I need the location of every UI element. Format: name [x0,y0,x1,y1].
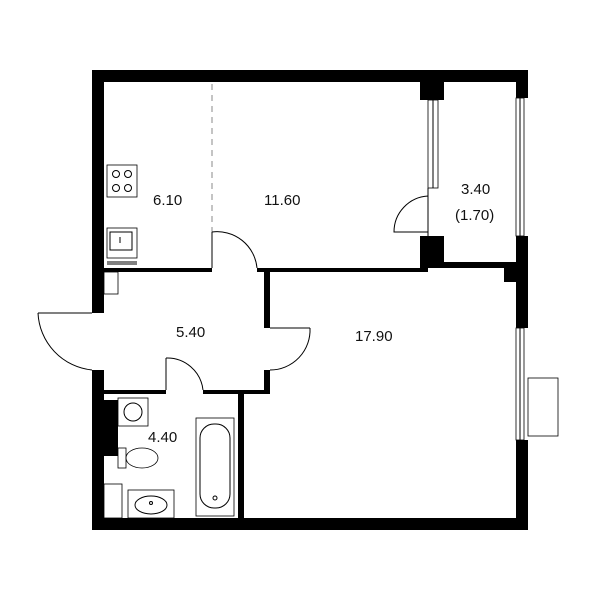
stove-icon [106,164,138,198]
room-area-living-room: 11.60 [264,192,300,209]
room-area-balcony-reduced: (1.70) [455,207,494,224]
bathtub-icon [195,417,235,517]
room-area-bedroom: 17.90 [355,328,393,345]
doors [37,188,429,391]
exterior-walls [92,70,528,530]
washbasin-icon [127,489,175,519]
room-area-kitchen: 6.10 [153,192,182,209]
windows [427,97,559,441]
interior-walls [104,82,528,518]
toilet-icon [117,447,159,469]
washing-machine-icon [117,397,149,427]
sink-icon [106,227,138,265]
room-area-bathroom: 4.40 [148,429,177,446]
bathroom-cabinet [103,483,123,519]
cabinet [103,271,119,295]
room-area-hallway: 5.40 [176,324,205,341]
room-area-balcony: 3.40 [461,181,490,198]
